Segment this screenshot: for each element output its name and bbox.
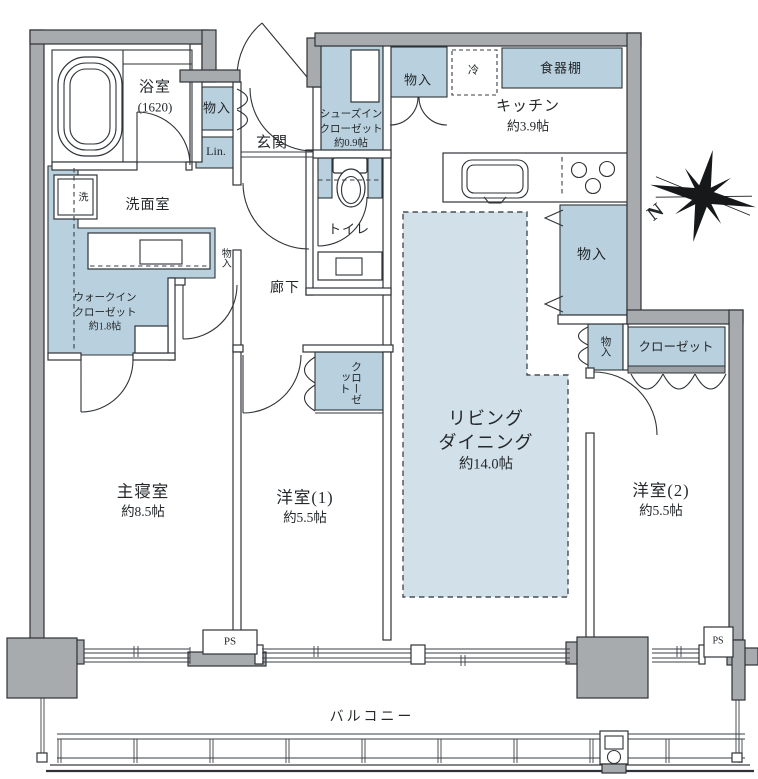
ps-box-left (202, 629, 258, 655)
washing-machine (53, 174, 98, 220)
balcony-windows (83, 644, 706, 666)
balcony-railing (36, 698, 754, 774)
closet-west2-trifold (630, 373, 727, 390)
label-ps-right: PS (712, 635, 724, 647)
storage-entrance-bifold (236, 88, 249, 131)
toilet-counter (317, 251, 383, 281)
room-label-hallway: 廊下 (270, 280, 300, 296)
label-storage-ld-small: 物入 (599, 335, 611, 357)
wic-door (80, 359, 134, 413)
partition-right (735, 700, 740, 762)
label-linen: Lin. (206, 144, 226, 159)
label-closet-west2: クローゼット (638, 339, 714, 354)
bath-door (136, 111, 191, 166)
closet-west1-bifold (303, 356, 316, 412)
toilet-niche-right (367, 157, 383, 199)
closet-west2-box (627, 326, 726, 368)
doors (80, 22, 727, 436)
label-storage-kitchen: 物入 (403, 72, 433, 88)
kitchen-sink (461, 159, 529, 199)
room-label-shoes-closet: シューズイン クローゼット 約0.9帖 (319, 108, 383, 150)
room-label-bath: 浴室 (1620) (137, 79, 173, 115)
room-label-wic: ウォークイン クローゼット 約1.8帖 (73, 292, 137, 333)
room-label-living-dining: リビング ダイニング 約14.0帖 (438, 408, 534, 473)
room-label-western2: 洋室(2) 約5.5帖 (632, 481, 690, 518)
exterior-walls (29, 29, 744, 667)
label-storage-entrance: 物入 (202, 100, 232, 116)
room-label-toilet: トイレ (327, 221, 371, 237)
shoes-closet-swing (249, 87, 314, 152)
entrance-door (236, 22, 308, 78)
stove-burner (598, 160, 616, 178)
washroom-door (242, 182, 310, 250)
refrigerator-space (451, 49, 498, 96)
storage-ld-small-bifold (577, 326, 589, 366)
compass-icon (650, 150, 756, 242)
room-label-kitchen: キッチン 約3.9帖 (495, 98, 561, 134)
master-bedroom-door (182, 284, 238, 340)
storage-box-ld-large (559, 204, 628, 316)
label-cupboard: 食器棚 (539, 60, 583, 76)
label-ps-left: PS (223, 635, 237, 648)
stove-burner (570, 161, 588, 179)
label-washer: 洗 (78, 192, 90, 204)
room-label-western1: 洋室(1) 約5.5帖 (276, 488, 334, 525)
pillar-middle (576, 636, 649, 699)
toilet-niche-left (317, 157, 333, 199)
kitchen-counter (442, 152, 631, 203)
western2-door (593, 371, 658, 436)
room-label-entrance: 玄関 (255, 135, 289, 152)
room-label-balcony: バルコニー (329, 709, 415, 725)
label-refrigerator: 冷 (468, 64, 480, 77)
cupboard-box (501, 47, 623, 89)
storage-ld-fold-arrows (543, 209, 564, 313)
ps-box-right (703, 626, 734, 658)
toilet-bowl (336, 168, 366, 208)
pillar-left (6, 637, 78, 699)
label-storage-ld-large: 物入 (577, 247, 607, 263)
shoes-closet-door (350, 49, 380, 103)
living-dining-zone (402, 211, 569, 598)
label-closet-west1: クローゼット (338, 361, 362, 405)
bathtub (57, 56, 123, 157)
pillars (6, 626, 758, 701)
partition-left (40, 698, 45, 762)
toilet-door (317, 196, 368, 247)
vanity-counter (87, 232, 211, 270)
stove-burner (584, 177, 602, 195)
western1-door (242, 354, 302, 414)
fixtures (53, 49, 631, 354)
label-storage-hall: 物入 (219, 248, 231, 268)
storage-box-entrance (195, 86, 237, 131)
vanity-sink (139, 239, 183, 265)
room-label-master: 主寝室 約8.5帖 (116, 482, 170, 519)
storage-cabinets (47, 45, 726, 411)
storage-kitchen-doors (389, 96, 448, 126)
room-label-washroom: 洗面室 (125, 197, 171, 213)
